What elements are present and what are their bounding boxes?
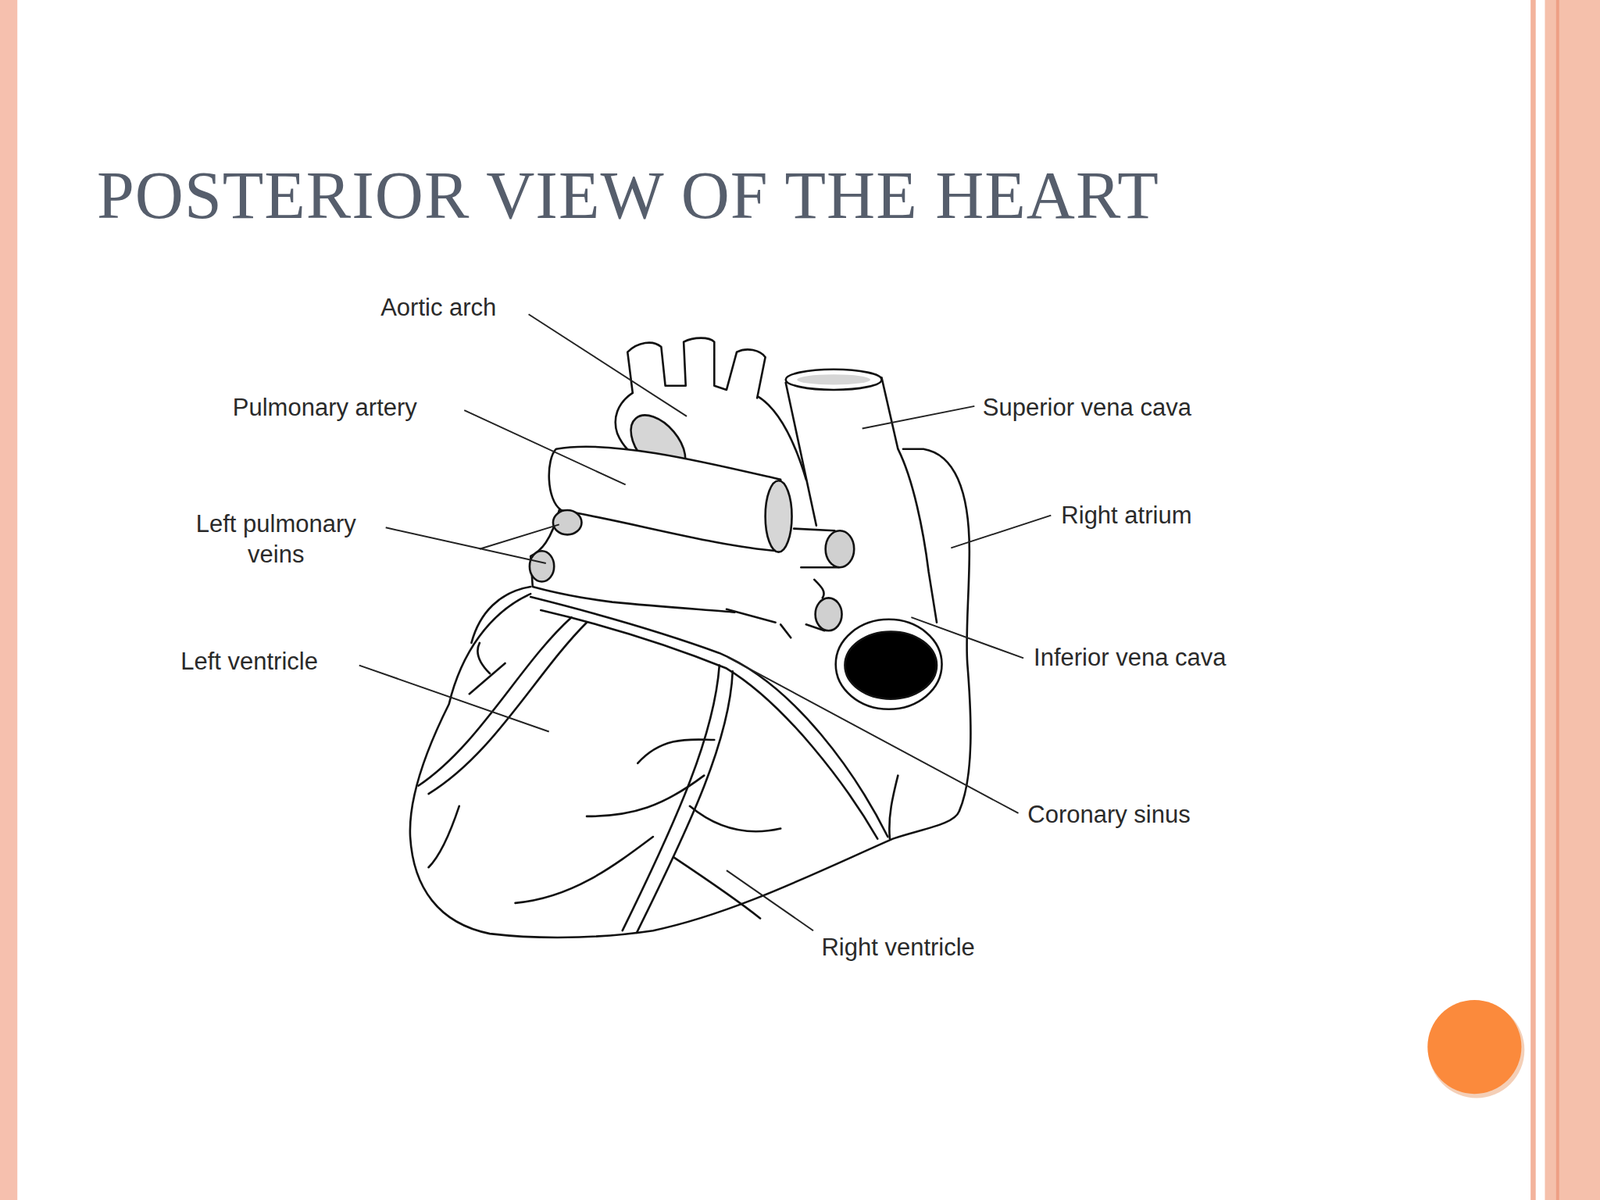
orange-circle	[1427, 1000, 1522, 1094]
coronary-sinus	[530, 596, 888, 837]
ivc-outline	[835, 619, 943, 710]
posterior-vein	[418, 617, 588, 794]
right-border-line	[1530, 0, 1536, 1200]
part-label: Inferior vena cava	[1033, 642, 1226, 673]
vein-branch	[428, 642, 899, 919]
atrial-line	[726, 609, 791, 639]
ivc-opening	[844, 631, 937, 699]
part-label: Right ventricle	[821, 932, 975, 963]
part-label: Left ventricle	[180, 646, 318, 677]
svc-opening	[785, 369, 883, 390]
leader-line	[359, 665, 550, 733]
left-atrium	[530, 510, 735, 613]
pulmonary-vein-end	[815, 597, 843, 631]
leader-line	[385, 527, 547, 564]
part-label: Coronary sinus	[1027, 799, 1190, 830]
heart-border	[757, 396, 807, 480]
leader-lines	[359, 314, 1052, 931]
leader-line	[464, 410, 625, 485]
leader-line	[862, 406, 975, 429]
leader-line	[528, 314, 687, 417]
pulmonary-artery	[549, 446, 781, 552]
part-label: Superior vena cava	[982, 392, 1192, 423]
middle-cardiac-vein	[622, 665, 733, 933]
pulmonary-vein-end	[529, 550, 554, 582]
pulmonary-section	[765, 480, 793, 552]
leader-line	[950, 515, 1051, 549]
part-label: Aortic arch	[380, 292, 497, 323]
leader-line	[479, 524, 560, 549]
part-label: Pulmonary artery	[232, 392, 418, 423]
pulmonary-vein-end	[825, 530, 855, 568]
right-border-stripe	[1556, 0, 1560, 1200]
leader-line	[726, 870, 814, 931]
slide-title: POSTERIOR VIEW OF THE HEART	[96, 156, 1160, 235]
svc-opening	[796, 374, 871, 385]
heart-border	[471, 586, 531, 643]
part-label: Left pulmonary veins	[171, 508, 381, 570]
right-border	[1544, 0, 1600, 1200]
part-label: Right atrium	[1060, 500, 1192, 531]
heart-outline	[410, 338, 972, 938]
pulmonary-vein-end	[553, 510, 583, 535]
leader-line	[727, 657, 1018, 814]
leader-line	[910, 617, 1024, 658]
aortic-branches	[627, 338, 765, 399]
left-border	[0, 0, 18, 1200]
superior-vena-cava	[785, 377, 937, 622]
